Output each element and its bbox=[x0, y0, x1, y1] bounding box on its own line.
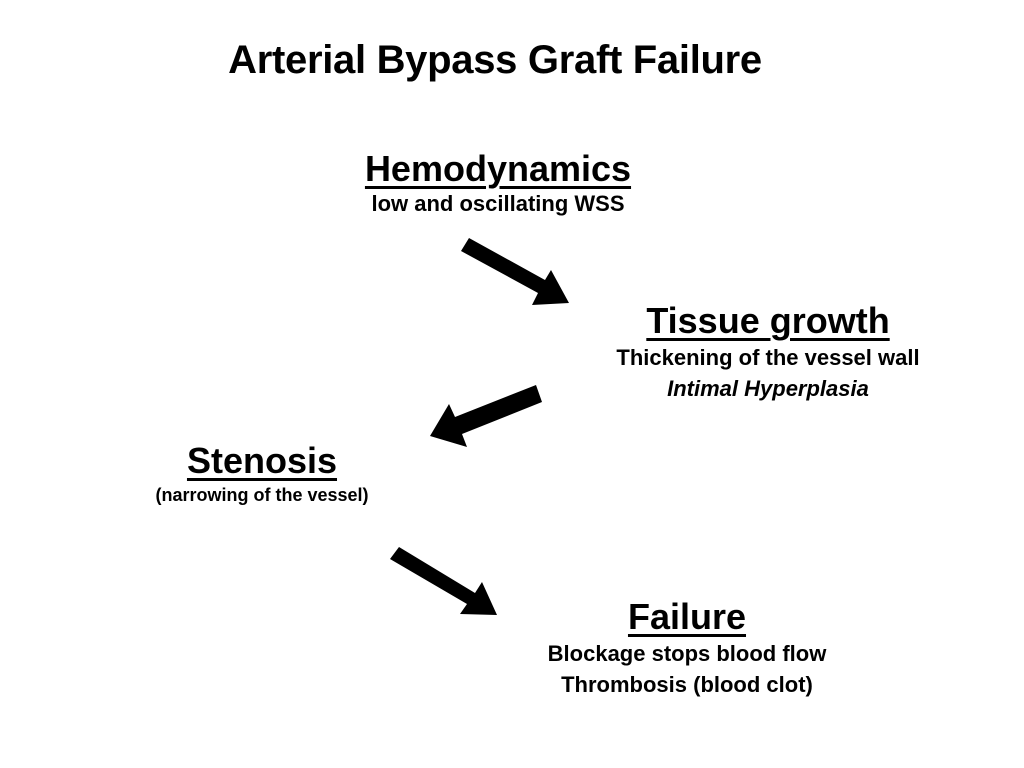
node-detail-stenosis: (narrowing of the vessel) bbox=[155, 485, 369, 505]
node-detail-failure-thrombosis: Thrombosis (blood clot) bbox=[561, 672, 813, 697]
node-stenosis: Stenosis (narrowing of the vessel) bbox=[112, 440, 412, 508]
arrow-stenosis-to-failure bbox=[390, 547, 497, 615]
arrow-tissue-growth-to-stenosis bbox=[430, 385, 542, 447]
node-heading-stenosis: Stenosis bbox=[186, 440, 338, 481]
node-detail-hemodynamics: low and oscillating WSS bbox=[371, 191, 625, 216]
node-hemodynamics: Hemodynamics low and oscillating WSS bbox=[248, 148, 748, 219]
node-detail-tissue-growth-term: Intimal Hyperplasia bbox=[667, 376, 869, 401]
node-heading-hemodynamics: Hemodynamics bbox=[364, 148, 632, 189]
node-detail-failure-blockage: Blockage stops blood flow bbox=[547, 641, 827, 666]
node-tissue-growth: Tissue growth Thickening of the vessel w… bbox=[568, 300, 968, 404]
arrow-hemodynamics-to-tissue-growth bbox=[461, 238, 569, 305]
slide-title: Arterial Bypass Graft Failure bbox=[228, 38, 762, 82]
node-detail-tissue-growth: Thickening of the vessel wall bbox=[616, 345, 920, 370]
node-heading-failure: Failure bbox=[627, 596, 747, 637]
node-failure: Failure Blockage stops blood flow Thromb… bbox=[487, 596, 887, 700]
node-heading-tissue-growth: Tissue growth bbox=[646, 300, 890, 341]
